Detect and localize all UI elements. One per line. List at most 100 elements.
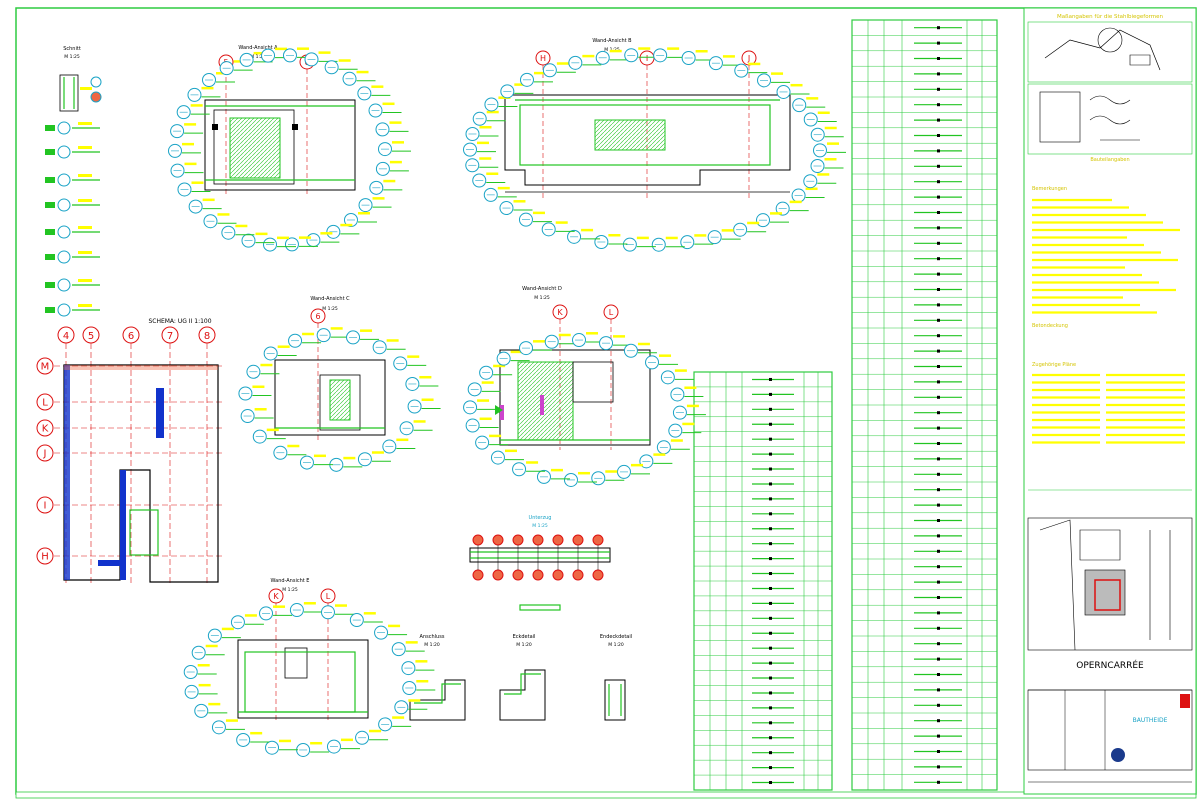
schedule-row bbox=[914, 596, 962, 599]
detail-2-scale: M 1:20 bbox=[516, 642, 532, 648]
bar-item bbox=[45, 278, 100, 292]
position-callout bbox=[377, 141, 411, 157]
plan-axis-col-label: 4 bbox=[63, 331, 69, 342]
plan-axis-row-label: H bbox=[41, 552, 49, 563]
schedule-row bbox=[752, 601, 794, 605]
view-a-scale: M 1:25 bbox=[250, 54, 266, 60]
callout-group bbox=[238, 327, 441, 472]
position-callout bbox=[326, 223, 360, 239]
plan-axis-col: 7 bbox=[161, 326, 179, 585]
position-callout bbox=[194, 702, 228, 718]
plan-axis-col-label: 8 bbox=[204, 331, 210, 342]
position-callout bbox=[567, 228, 601, 244]
plan-axis-row-label: K bbox=[42, 424, 49, 435]
position-callout bbox=[490, 449, 524, 465]
schedule-row bbox=[914, 734, 962, 738]
position-callout bbox=[775, 200, 809, 216]
schedule-row bbox=[914, 72, 962, 76]
callout-group bbox=[183, 602, 436, 757]
view-d-axis-label: K bbox=[557, 308, 563, 317]
position-callout bbox=[265, 739, 299, 755]
position-callout bbox=[375, 121, 409, 137]
schedule-row bbox=[914, 472, 962, 476]
position-callout bbox=[599, 335, 633, 351]
schedule-row bbox=[914, 411, 962, 415]
position-callout bbox=[776, 83, 810, 99]
position-callout bbox=[191, 644, 225, 660]
schedule-row bbox=[752, 706, 794, 710]
view-d-axis-label: L bbox=[609, 308, 614, 317]
position-callout bbox=[203, 213, 237, 229]
schedule-row bbox=[752, 557, 794, 561]
schedule-row bbox=[752, 661, 794, 665]
schedule-row bbox=[914, 395, 962, 399]
schedule-row bbox=[752, 497, 794, 501]
position-callout bbox=[240, 408, 274, 424]
schedule-row bbox=[914, 380, 962, 384]
position-callout bbox=[512, 461, 546, 477]
position-callout bbox=[343, 211, 377, 227]
schedule-row bbox=[914, 241, 962, 245]
position-callout bbox=[170, 162, 204, 178]
position-callout bbox=[288, 332, 322, 348]
bar-item bbox=[45, 303, 100, 317]
position-callout bbox=[496, 350, 530, 366]
position-callout bbox=[483, 186, 517, 202]
beam-title: Unterzug bbox=[529, 515, 552, 521]
position-callout bbox=[304, 51, 338, 67]
position-callout bbox=[168, 142, 202, 158]
position-callout bbox=[803, 111, 837, 127]
title-block-header: Maßangaben für die Stahlbiegeformen bbox=[1057, 14, 1164, 20]
schedule-row bbox=[914, 442, 962, 445]
position-callout bbox=[176, 104, 210, 120]
position-callout bbox=[184, 683, 218, 699]
position-callout bbox=[316, 327, 350, 343]
position-callout bbox=[382, 438, 416, 454]
position-callout bbox=[170, 123, 204, 139]
position-callout bbox=[349, 612, 383, 628]
position-callout bbox=[792, 97, 826, 113]
position-callout bbox=[467, 381, 501, 397]
schedule-row bbox=[752, 586, 794, 590]
callout-group bbox=[168, 47, 411, 252]
plan-axis-col: 5 bbox=[82, 326, 100, 585]
position-callout bbox=[812, 142, 846, 158]
beam-scale: M 1:25 bbox=[532, 523, 548, 529]
schedule-row bbox=[914, 503, 962, 507]
schedule-row bbox=[914, 765, 962, 769]
bar-schedule-small bbox=[693, 371, 833, 791]
bar-item bbox=[45, 198, 100, 212]
position-callout bbox=[329, 456, 363, 472]
position-callout bbox=[324, 59, 358, 75]
schedule-row bbox=[914, 272, 962, 276]
title-block: Maßangaben für die Stahlbiegeformen Baut… bbox=[1023, 7, 1197, 795]
position-callout bbox=[622, 236, 656, 252]
position-callout bbox=[358, 197, 392, 213]
position-callout bbox=[299, 454, 333, 470]
bar-item bbox=[45, 250, 100, 264]
schedule-row bbox=[752, 631, 794, 635]
position-callout bbox=[393, 355, 427, 371]
company-name: BAUTHEIDE bbox=[1133, 717, 1168, 724]
bar-schedule-large bbox=[851, 19, 998, 791]
position-callout bbox=[463, 141, 497, 157]
schedule-row bbox=[914, 118, 962, 122]
position-callout bbox=[405, 375, 439, 391]
position-callout bbox=[660, 369, 694, 385]
view-c-axis-label: 6 bbox=[315, 312, 320, 321]
schedule-row bbox=[914, 657, 962, 661]
position-callout bbox=[326, 738, 360, 754]
position-callout bbox=[357, 85, 391, 101]
position-callout bbox=[188, 198, 222, 214]
plan-axis-row: I bbox=[36, 496, 225, 514]
position-callout bbox=[289, 602, 323, 618]
position-callout bbox=[680, 234, 714, 250]
schedule-row bbox=[914, 626, 962, 630]
schedule-row bbox=[914, 257, 962, 261]
position-callout bbox=[320, 604, 354, 620]
callout-group bbox=[463, 332, 706, 487]
title-block-section-notes: Bemerkungen bbox=[1032, 186, 1067, 192]
schedule-row bbox=[914, 334, 962, 338]
position-callout bbox=[500, 83, 534, 99]
